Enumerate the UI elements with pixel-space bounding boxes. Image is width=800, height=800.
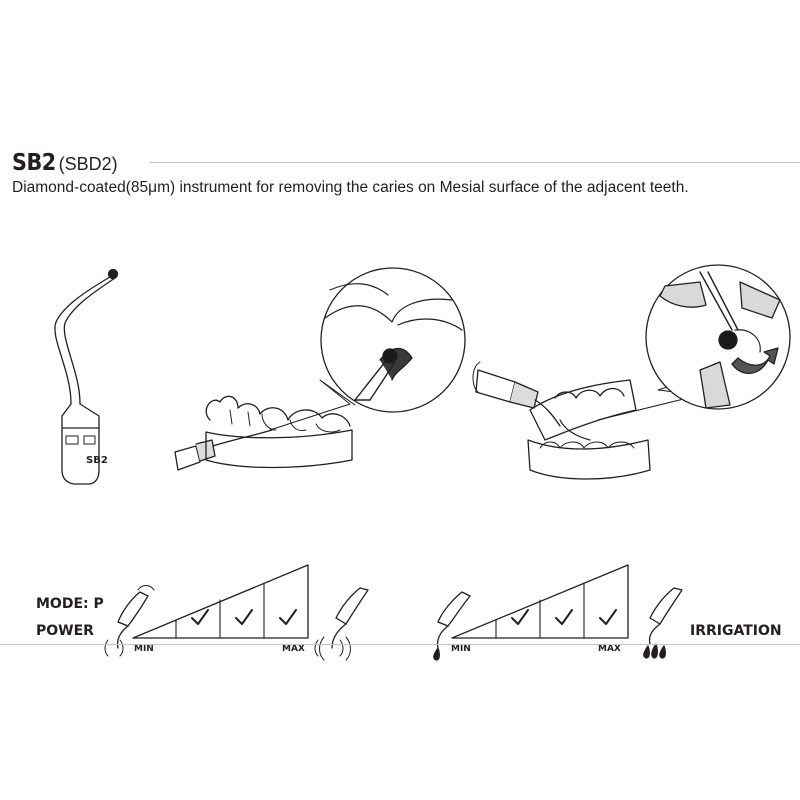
power-handpiece-min-icon (116, 585, 155, 649)
product-header: SB2 (SBD2) (12, 150, 118, 176)
magnifier-circle-icon (320, 267, 466, 413)
irrigation-handpiece-min-icon (436, 591, 471, 649)
rotation-arrow-icon (731, 347, 779, 374)
power-min-label: MIN (134, 644, 154, 654)
magnifier-pointer (269, 379, 356, 431)
power-max-label: MAX (282, 644, 305, 654)
check-icon (555, 609, 573, 625)
product-description: Diamond-coated(85μm) instrument for remo… (12, 179, 689, 196)
power-label: POWER (36, 623, 94, 639)
power-scale (132, 564, 309, 639)
open-jaw-illustration (527, 379, 651, 480)
header-divider (150, 162, 800, 163)
vibration-icon (314, 636, 351, 661)
check-icon (279, 609, 297, 625)
check-icon (235, 609, 253, 625)
check-icon (599, 609, 617, 625)
product-code: SB2 (12, 150, 56, 176)
irrigation-label: IRRIGATION (690, 623, 782, 639)
power-handpiece-max-icon (331, 587, 369, 649)
water-drop-icon (433, 647, 440, 661)
lower-jaw-illustration (205, 395, 353, 469)
irrigation-min-label: MIN (451, 644, 471, 654)
vibration-icon (104, 639, 124, 657)
scaler-tip-icon (54, 268, 119, 485)
tip-label: SB2 (86, 455, 108, 466)
product-alt-code: (SBD2) (58, 154, 118, 174)
irrigation-handpiece-max-icon (648, 587, 683, 645)
check-icon (511, 609, 529, 625)
handpiece-icon (472, 361, 561, 427)
water-drop-icon (643, 643, 666, 659)
irrigation-max-label: MAX (598, 644, 621, 654)
irrigation-scale (451, 564, 629, 639)
footer-divider (0, 644, 800, 645)
check-icon (191, 609, 209, 625)
magnifier-circle-icon (645, 264, 791, 410)
mode-label: MODE: P (36, 596, 104, 612)
